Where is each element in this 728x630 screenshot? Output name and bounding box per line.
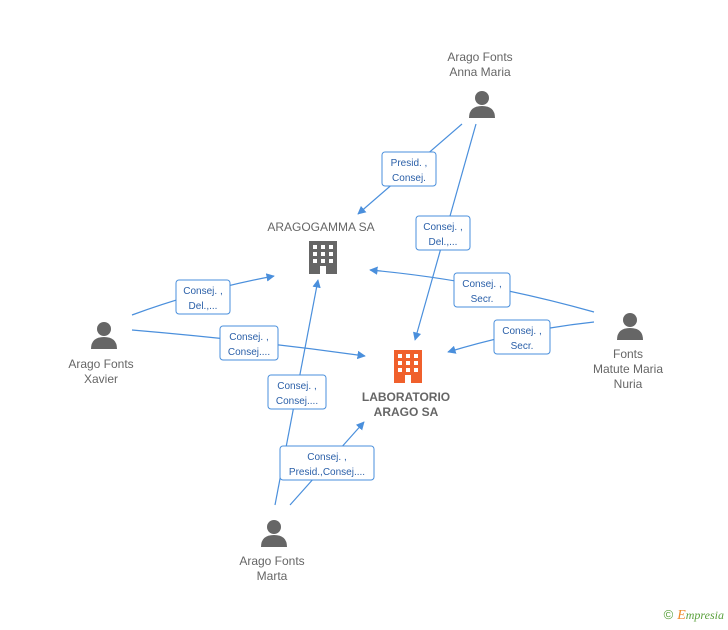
node-label-line1: Arago Fonts <box>68 357 133 371</box>
edge-label-line1: Consej. , <box>277 381 316 392</box>
brand-logo-e: E <box>677 608 686 623</box>
node-label-line2: Xavier <box>84 372 118 386</box>
edge-label-marta-laboratorio[interactable]: Consej. , Presid.,Consej.... <box>279 445 375 481</box>
node-nuria[interactable]: Fonts Matute Maria Nuria <box>593 313 663 391</box>
node-label-line1: LABORATORIO <box>362 390 450 404</box>
person-icon <box>617 313 643 340</box>
node-label-line1: ARAGOGAMMA SA <box>267 220 374 234</box>
building-icon <box>394 350 422 383</box>
edge-label-line2: Del.,... <box>189 301 218 312</box>
edge-label-line1: Consej. , <box>183 286 222 297</box>
node-label-line2: Marta <box>257 569 288 583</box>
edge-label-line1: Consej. , <box>229 332 268 343</box>
node-label-line1: Fonts <box>613 347 643 361</box>
edge-label-line2: Consej.... <box>228 347 270 358</box>
edge-label-line2: Secr. <box>511 341 534 352</box>
building-icon <box>309 241 337 274</box>
node-laboratorio-arago[interactable]: LABORATORIO ARAGO SA <box>362 350 450 419</box>
edge-label-line2: Secr. <box>471 294 494 305</box>
edge-label-marta-aragogamma[interactable]: Consej. , Consej.... <box>267 374 327 410</box>
edge-label-xavier-aragogamma[interactable]: Consej. , Del.,... <box>175 279 231 315</box>
node-label-line1: Arago Fonts <box>447 50 512 64</box>
edge-label-line2: Consej.... <box>276 396 318 407</box>
edge-label-line1: Consej. , <box>307 452 346 463</box>
person-icon <box>469 91 495 118</box>
node-label-line3: Nuria <box>614 377 643 391</box>
edge-label-line2: Presid.,Consej.... <box>289 467 365 478</box>
copyright-icon: © <box>663 607 674 622</box>
edge-label-nuria-laboratorio[interactable]: Consej. , Secr. <box>493 319 551 355</box>
node-label-line2: ARAGO SA <box>374 405 439 419</box>
node-marta[interactable]: Arago Fonts Marta <box>239 520 305 583</box>
edge-label-xavier-laboratorio[interactable]: Consej. , Consej.... <box>219 325 279 361</box>
node-label-line2: Anna Maria <box>449 65 511 79</box>
edge-label-nuria-aragogamma[interactable]: Consej. , Secr. <box>453 272 511 308</box>
edge-label-line2: Consej. <box>392 173 426 184</box>
brand-logo-text: mpresia <box>685 608 724 622</box>
node-label-line2: Matute Maria <box>593 362 663 376</box>
node-anna-maria[interactable]: Arago Fonts Anna Maria <box>447 50 513 118</box>
node-xavier[interactable]: Arago Fonts Xavier <box>68 322 134 386</box>
node-label-line1: Arago Fonts <box>239 554 304 568</box>
edge-label-anna-laboratorio[interactable]: Consej. , Del.,... <box>415 215 471 251</box>
person-icon <box>261 520 287 547</box>
brand-footer[interactable]: ©Empresia <box>664 607 724 624</box>
edge-label-line2: Del.,... <box>429 237 458 248</box>
node-aragogamma[interactable]: ARAGOGAMMA SA <box>267 220 375 274</box>
person-icon <box>91 322 117 349</box>
edge-label-anna-aragogamma[interactable]: Presid. , Consej. <box>381 151 437 187</box>
edge-label-line1: Consej. , <box>502 326 541 337</box>
edge-label-line1: Presid. , <box>391 158 428 169</box>
edge-label-line1: Consej. , <box>462 279 501 290</box>
edge-label-line1: Consej. , <box>423 222 462 233</box>
